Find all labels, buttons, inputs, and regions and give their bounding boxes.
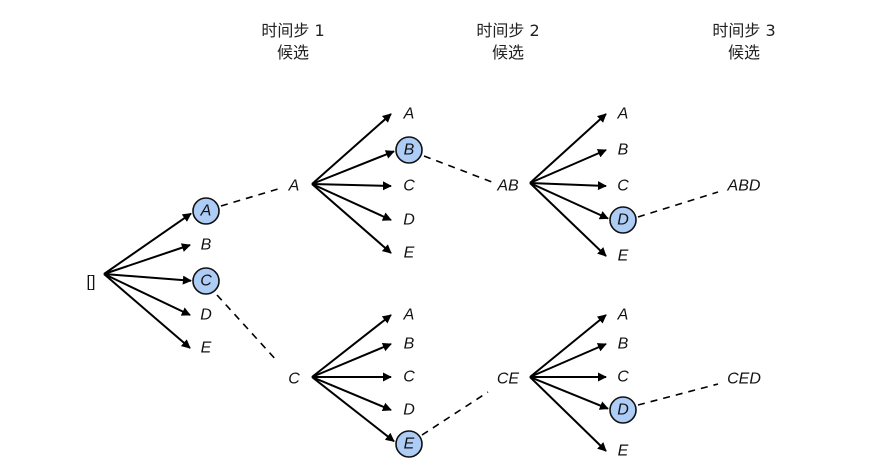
bottom-step3-candidate-a: A [617, 307, 629, 324]
header-step2: 时间步 2 候选 [448, 20, 568, 64]
bottom-final-label: CED [727, 371, 761, 388]
step1-arrow-b [103, 243, 191, 275]
top-step3-arrow-c [529, 181, 607, 191]
header-step3: 时间步 3 候选 [684, 20, 804, 64]
top-step2-arrow-a [311, 113, 392, 185]
top-step2-arrow-b [311, 150, 395, 185]
top-step2-arrow-d [311, 183, 392, 221]
header-step1: 时间步 1 候选 [233, 20, 353, 64]
top-step3-selected-circle-d [609, 206, 637, 234]
top-step2-arrow-e [311, 183, 392, 254]
step1-arrow-e [103, 273, 191, 349]
step1-arrow-c [103, 273, 192, 285]
bottom-step3-candidate-b: B [618, 336, 629, 353]
dash-b-to-ab [423, 155, 493, 183]
top-step2-arrow-c [311, 181, 392, 191]
bottom-step3-candidate-d: D [617, 402, 629, 419]
bottom-step2-arrow-b [311, 342, 392, 378]
header-step3-subtitle: 候选 [727, 43, 760, 62]
top-step3-candidate-b: B [618, 142, 629, 159]
bottom-step3-arrow-a [529, 314, 607, 378]
top-step3-candidate-a: A [617, 106, 629, 123]
dash-d-to-ced [637, 383, 719, 406]
top-step3-candidate-e: E [618, 248, 629, 265]
top-step3-candidate-d: D [617, 212, 629, 229]
top-step2-candidate-e: E [404, 245, 415, 262]
bottom-step2-candidate-d: D [403, 402, 415, 419]
dash-c-to-prefix-c [216, 294, 279, 363]
step1-candidate-b: B [201, 237, 212, 254]
bottom-step3-arrow-e [529, 376, 607, 452]
header-step2-subtitle: 候选 [491, 43, 524, 62]
top-step2-candidate-b: B [404, 142, 415, 159]
header-step1-subtitle: 候选 [276, 43, 309, 62]
top-step3-arrow-d [529, 182, 609, 220]
bottom-step3-candidate-c: C [617, 369, 629, 386]
bottom-step2-candidate-e: E [404, 436, 415, 453]
top-prefix-label: A [288, 178, 300, 195]
root-node-label: [] [87, 274, 96, 291]
top-final-label: ABD [727, 178, 761, 195]
top-step2-candidate-a: A [403, 106, 415, 123]
header-step3-title: 时间步 3 [712, 21, 776, 40]
bottom-step2-candidate-c: C [403, 369, 415, 386]
bottom-result-label: CE [497, 371, 520, 388]
step1-arrow-a [103, 212, 192, 275]
dash-a-to-prefix-a [220, 188, 279, 207]
bottom-step2-selected-circle-e [395, 430, 423, 458]
step1-selected-circle-c [192, 267, 220, 295]
step1-candidate-a: A [200, 203, 212, 220]
top-result-label: AB [496, 178, 519, 195]
top-step2-candidate-d: D [403, 212, 415, 229]
bottom-step2-arrow-a [311, 314, 392, 378]
top-step2-selected-circle-b [395, 136, 423, 164]
bottom-step2-candidate-a: A [403, 307, 415, 324]
bottom-step2-arrow-e [311, 376, 395, 443]
step1-selected-circle-a [192, 197, 220, 225]
top-step3-arrow-a [529, 113, 607, 184]
top-step3-arrow-e [529, 182, 607, 257]
step1-candidate-e: E [201, 340, 212, 357]
bottom-step2-candidate-b: B [404, 336, 415, 353]
step1-candidate-d: D [200, 307, 212, 324]
bottom-step3-arrow-b [529, 343, 607, 378]
top-step3-candidate-c: C [617, 178, 629, 195]
dash-e-to-ce [421, 391, 489, 436]
bottom-step3-arrow-d [529, 376, 609, 410]
header-step2-title: 时间步 2 [476, 21, 540, 40]
header-step1-title: 时间步 1 [261, 21, 325, 40]
step1-candidate-c: C [200, 273, 212, 290]
bottom-step3-candidate-e: E [618, 443, 629, 460]
bottom-step2-arrow-d [311, 376, 392, 412]
top-step3-arrow-b [529, 149, 607, 184]
bottom-step3-selected-circle-d [609, 396, 637, 424]
top-step2-candidate-c: C [403, 178, 415, 195]
step1-arrow-d [103, 273, 191, 316]
bottom-prefix-label: C [288, 371, 300, 388]
dash-d-to-abd [637, 191, 719, 218]
